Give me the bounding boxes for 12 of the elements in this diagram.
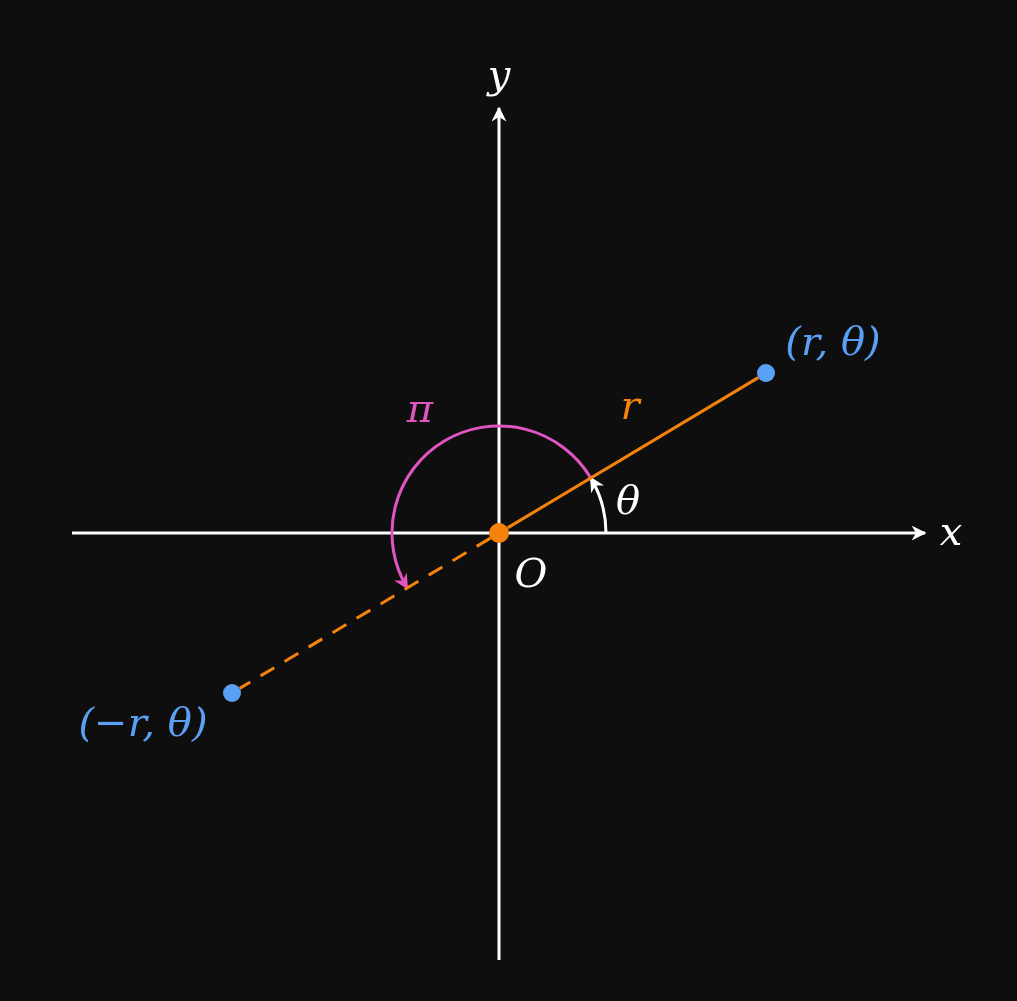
angle-label: π xyxy=(406,388,434,428)
dashed-line xyxy=(238,536,492,690)
coordinate-label: (r, θ) xyxy=(785,321,881,361)
angle-label: θ xyxy=(615,480,641,520)
point-marker xyxy=(223,684,241,702)
line-segment xyxy=(506,376,760,530)
point-marker xyxy=(757,364,775,382)
coordinate-label: (−r, θ) xyxy=(78,702,208,742)
edge-label: r xyxy=(620,385,640,425)
origin-point xyxy=(489,523,509,543)
origin-label: O xyxy=(514,553,548,593)
axis-label: x xyxy=(939,511,963,551)
